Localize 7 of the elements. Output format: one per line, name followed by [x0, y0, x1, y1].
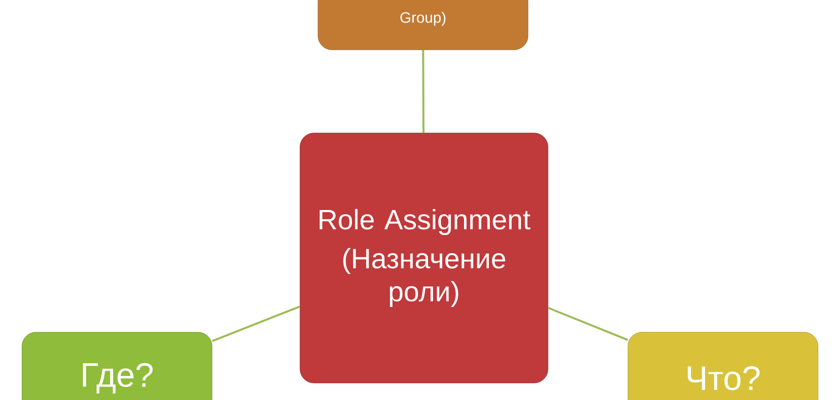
connector-line — [548, 306, 628, 341]
process-box: Group) — [318, 0, 528, 50]
process-box: Что? — [628, 332, 818, 400]
connector-line — [212, 306, 300, 342]
connector-line — [422, 50, 424, 133]
process-box: Где? — [22, 332, 212, 400]
process-box: Role Assignment (Назначение роли) — [300, 132, 548, 384]
